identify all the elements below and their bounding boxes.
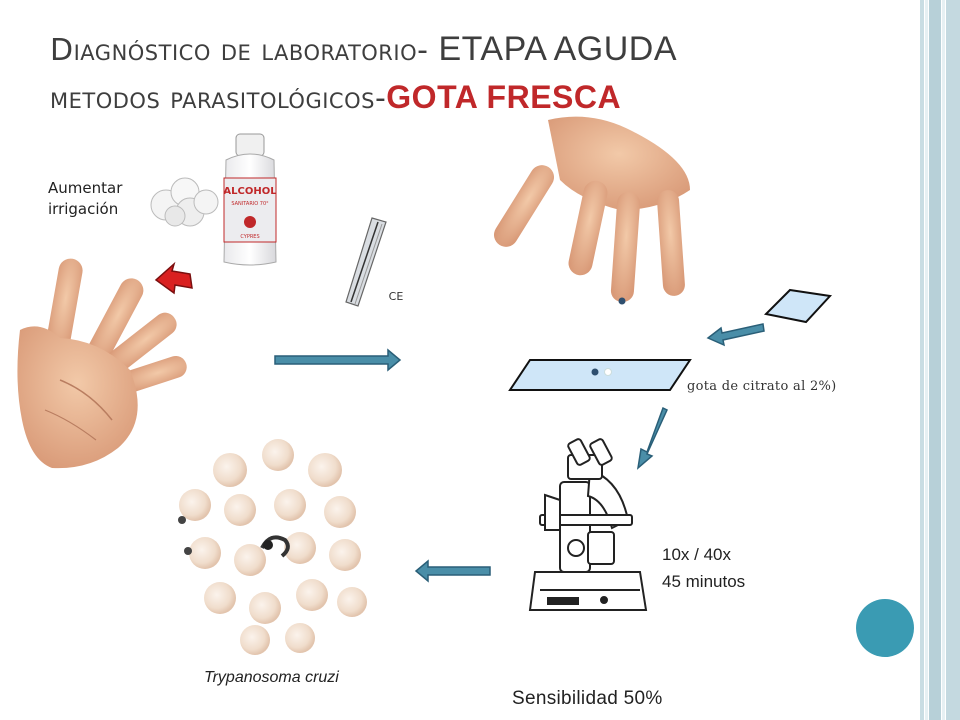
title-line2-text: metodos parasitológicos [50, 81, 375, 116]
microscope-icon [528, 438, 648, 611]
cotton-icon [150, 177, 219, 227]
svg-text:CE: CE [389, 290, 404, 303]
citrato-label: gota de citrato al 2%) [687, 379, 837, 394]
time-label: 45 minutos [662, 572, 746, 591]
arrow-icon [706, 323, 765, 347]
decorative-circle [856, 599, 914, 657]
hand-icon [17, 258, 187, 469]
alcohol-bottle-icon: ALCOHOL SANITARIO 70° CYPRES [223, 133, 277, 266]
title-gota-fresca: GOTA FRESCA [386, 79, 622, 115]
arrow-icon [274, 348, 402, 372]
microscope-settings: 10x / 40x 45 minutos [662, 541, 745, 595]
title-etapa-aguda: ETAPA AGUDA [438, 30, 678, 68]
red-arrow-icon [154, 261, 193, 295]
aumentar-irrigacion-label: Aumentar irrigación [48, 179, 123, 218]
svg-text:ALCOHOL: ALCOHOL [223, 186, 277, 197]
slide-title: Diagnóstico de laboratorio- ETAPA AGUDA … [50, 30, 678, 116]
arrow-icon [636, 406, 668, 470]
svg-text:CYPRES: CYPRES [240, 234, 259, 240]
arrow-icon [414, 559, 491, 583]
glass-slide-icon [763, 288, 833, 324]
organism-label: Trypanosoma cruzi [204, 669, 339, 686]
decorative-border [920, 0, 960, 720]
glass-slide-icon [508, 359, 692, 391]
svg-text:SANITARIO 70°: SANITARIO 70° [231, 201, 269, 207]
blood-smear-icon [160, 439, 380, 660]
sensitivity-label: Sensibilidad 50% [512, 688, 663, 709]
title-line1-text: Diagnóstico de laboratorio [50, 33, 418, 68]
hand-icon [493, 116, 690, 305]
lancet-icon: CE [345, 217, 404, 307]
magnification-label: 10x / 40x [662, 545, 731, 564]
